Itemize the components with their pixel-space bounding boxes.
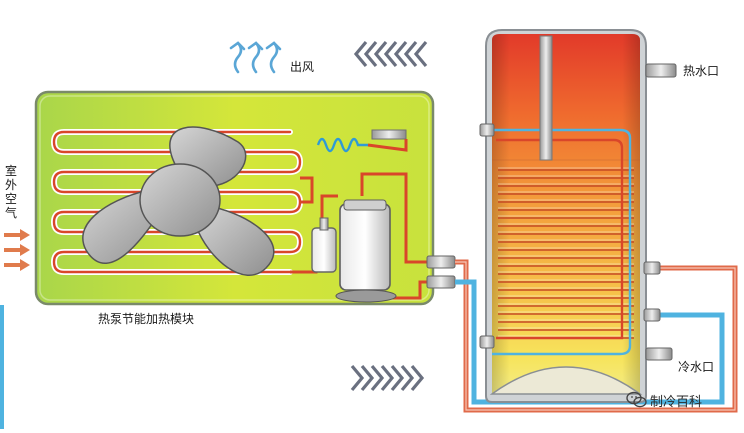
tank-red-loop [496,138,624,340]
watermark-text: 制冷百科 [650,395,703,410]
outdoor-air-inlet-arrows [4,229,30,271]
water-storage-tank [479,29,677,403]
tank-right-connectors [643,261,661,322]
water-pipe-hot-inner [455,261,736,411]
module-name-label: 热泵节能加热模块 [98,312,195,326]
heating-rod-icon [539,35,553,161]
heat-pump-module [34,90,456,306]
compressor-icon [335,199,397,303]
outlet-air-label: 出风 [290,60,315,74]
wechat-icon [626,391,647,408]
expansion-valve [371,129,407,140]
accumulator-icon [311,217,337,273]
fan-icon [82,126,275,276]
outlet-air-arrows [229,41,282,74]
tank-condenser-coil [498,169,634,339]
cold-water-port-label: 冷水口 [678,360,715,374]
left-edge-bar [0,305,4,429]
top-flow-chevrons [353,40,428,68]
capillary-coil [316,137,368,153]
cold-water-port-icon [645,347,673,361]
tank-coil-highlight [498,167,634,337]
tank-left-ports [479,123,495,349]
bottom-flow-chevrons [350,364,425,392]
tank-blue-loop [492,128,632,356]
outdoor-air-label: 室外空气 [4,164,17,220]
hot-water-port-icon [645,63,677,78]
hot-water-port-label: 热水口 [683,64,720,78]
